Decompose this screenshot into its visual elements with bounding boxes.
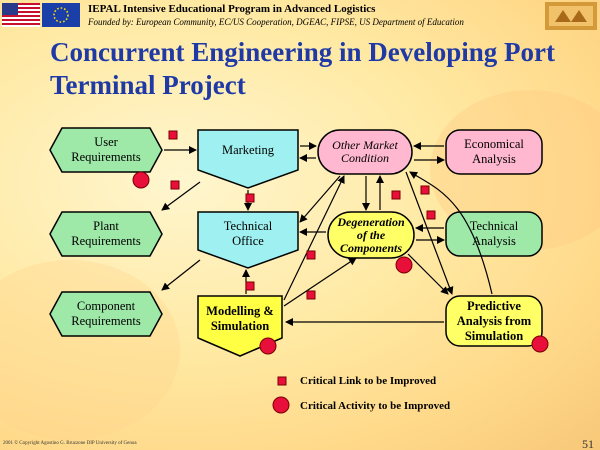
critical-link-marker	[170, 180, 180, 190]
arrow-marketing-to-plant	[161, 181, 201, 211]
critical-link-marker	[245, 281, 255, 291]
modelling-simulation-label: Modelling & Simulation	[206, 304, 274, 333]
legend-critical-link-label: Critical Link to be Improved	[300, 375, 437, 387]
critical-link-marker	[306, 250, 316, 260]
arrow-market-to-predictive	[405, 171, 454, 295]
page-title: Concurrent Engineering in Developing Por…	[50, 37, 555, 100]
critical-activity-marker	[531, 335, 549, 353]
program-title: IEPAL Intensive Educational Program in A…	[88, 3, 376, 15]
technical-analysis-shape	[445, 211, 543, 257]
critical-link-marker	[426, 210, 436, 220]
critical-link-marker	[306, 290, 316, 300]
technical-analysis-label: Technical Analysis	[469, 219, 519, 248]
critical-activity-marker	[132, 171, 150, 189]
economical-analysis-label: Economical Analysis	[464, 137, 524, 166]
component-requirements-label: Component Requirements	[71, 299, 141, 328]
other-market-condition-shape	[317, 129, 413, 175]
critical-link-marker	[168, 130, 178, 140]
legend-critical-activity-label: Critical Activity to be Improved	[300, 400, 451, 412]
degeneration-components-label: Degeneration of the Components	[337, 214, 405, 255]
plant-requirements-label: Plant Requirements	[71, 219, 141, 248]
flags-logo	[2, 3, 80, 27]
critical-activity-legend-marker	[272, 396, 290, 414]
user-requirements-shape	[49, 127, 163, 173]
background-blob	[0, 260, 180, 440]
critical-link-marker	[245, 193, 255, 203]
predictive-analysis-shape	[445, 295, 543, 347]
arrow-degeneration-to-predictive	[407, 253, 449, 295]
other-market-condition-label: Other Market Condition	[332, 138, 398, 165]
technical-office-label: Technical Office	[223, 219, 273, 248]
critical-activity-marker	[395, 256, 413, 274]
critical-link-legend-marker	[277, 376, 287, 386]
plant-requirements-shape	[49, 211, 163, 257]
page-number: 51	[582, 437, 594, 450]
critical-link-marker	[391, 190, 401, 200]
eu-flag-icon	[42, 3, 80, 27]
arrow-market-to-office	[299, 175, 341, 223]
critical-link-marker	[420, 185, 430, 195]
marketing-shape	[197, 129, 299, 189]
arrow-modelling-to-market	[283, 175, 345, 301]
us-flag-icon	[2, 3, 40, 27]
technical-office-shape	[197, 211, 299, 269]
user-requirements-label: User Requirements	[71, 135, 141, 164]
component-requirements-shape	[49, 291, 163, 337]
economical-analysis-shape	[445, 129, 543, 175]
degeneration-components-shape	[327, 211, 415, 259]
crest-logo	[545, 2, 597, 30]
predictive-analysis-label: Predictive Analysis from Simulation	[456, 298, 532, 343]
arrow-predictive-to-market	[409, 171, 493, 295]
copyright-note: 2001 © Copyright Agostino G. Bruzzone DI…	[3, 441, 137, 446]
marketing-label: Marketing	[221, 142, 275, 157]
arrow-office-to-component	[161, 259, 201, 291]
funding-note: Founded by: European Community, EC/US Co…	[88, 17, 464, 27]
arrow-modelling-to-degeneration	[283, 257, 357, 307]
critical-activity-marker	[259, 337, 277, 355]
